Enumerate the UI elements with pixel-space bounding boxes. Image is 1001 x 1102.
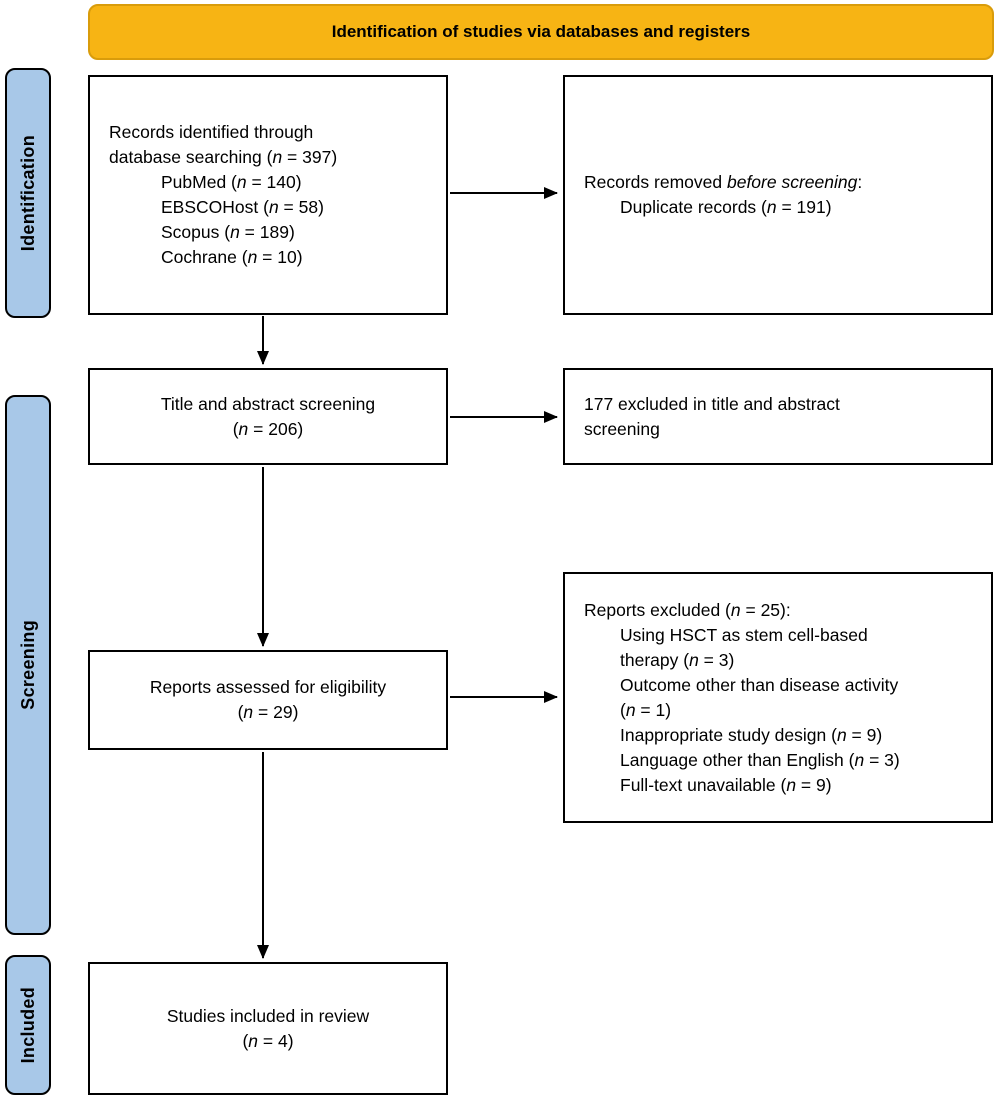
stage-label-screening-text: Screening bbox=[17, 620, 38, 710]
text-line: EBSCOHost (n = 58) bbox=[161, 197, 324, 217]
stage-label-identification: Identification bbox=[5, 68, 51, 318]
text-line: PubMed (n = 140) bbox=[161, 172, 302, 192]
text-line: Duplicate records (n = 191) bbox=[620, 197, 832, 217]
box-reports-excluded: Reports excluded (n = 25): Using HSCT as … bbox=[563, 572, 993, 823]
text-line: Title and abstract screening bbox=[160, 393, 376, 414]
box-reports-assessed-eligibility: Reports assessed for eligibility (n = 29) bbox=[88, 650, 448, 750]
text-line: (n = 4) bbox=[242, 1030, 294, 1051]
stage-label-included-text: Included bbox=[17, 986, 38, 1064]
text-line: Outcome other than disease activity bbox=[620, 674, 899, 695]
text-line: Studies included in review bbox=[166, 1005, 370, 1026]
text-line: Full-text unavailable (n = 9) bbox=[620, 774, 832, 795]
text-line: Records identified through bbox=[109, 122, 314, 142]
text-line: screening bbox=[584, 418, 660, 439]
box-title-abstract-screening: Title and abstract screening (n = 206) bbox=[88, 368, 448, 465]
text-line: Reports excluded (n = 25): bbox=[584, 599, 791, 620]
banner-title: Identification of studies via databases … bbox=[331, 22, 751, 41]
box-records-identified: Records identified through database searc… bbox=[88, 75, 448, 315]
text-line: Using HSCT as stem cell-based bbox=[620, 624, 868, 645]
text-line: Inappropriate study design (n = 9) bbox=[620, 724, 883, 745]
box-excluded-title-abstract-screening: 177 excluded in title and abstract screen… bbox=[563, 368, 993, 465]
text-line: Reports assessed for eligibility bbox=[149, 677, 387, 697]
text-line: (n = 29) bbox=[237, 702, 299, 722]
text-line: (n = 1) bbox=[620, 699, 672, 720]
text-line: Scopus (n = 189) bbox=[161, 222, 295, 242]
stage-label-included: Included bbox=[5, 955, 51, 1095]
banner-identification-of-studies: Identification of studies via databases … bbox=[88, 4, 994, 60]
text-line: Cochrane (n = 10) bbox=[161, 247, 303, 267]
stage-label-identification-text: Identification bbox=[17, 134, 38, 252]
text-line: Language other than English (n = 3) bbox=[620, 749, 900, 770]
text-line: 177 excluded in title and abstract bbox=[584, 393, 840, 414]
text-line: Records removed before screening: bbox=[584, 172, 863, 192]
stage-label-screening: Screening bbox=[5, 395, 51, 935]
box-studies-included-review: Studies included in review (n = 4) bbox=[88, 962, 448, 1095]
text-line: database searching (n = 397) bbox=[109, 147, 338, 167]
text-line: (n = 206) bbox=[232, 418, 304, 439]
box-records-removed-before-screening: Records removed before screening: Duplica… bbox=[563, 75, 993, 315]
text-line: therapy (n = 3) bbox=[620, 649, 735, 670]
